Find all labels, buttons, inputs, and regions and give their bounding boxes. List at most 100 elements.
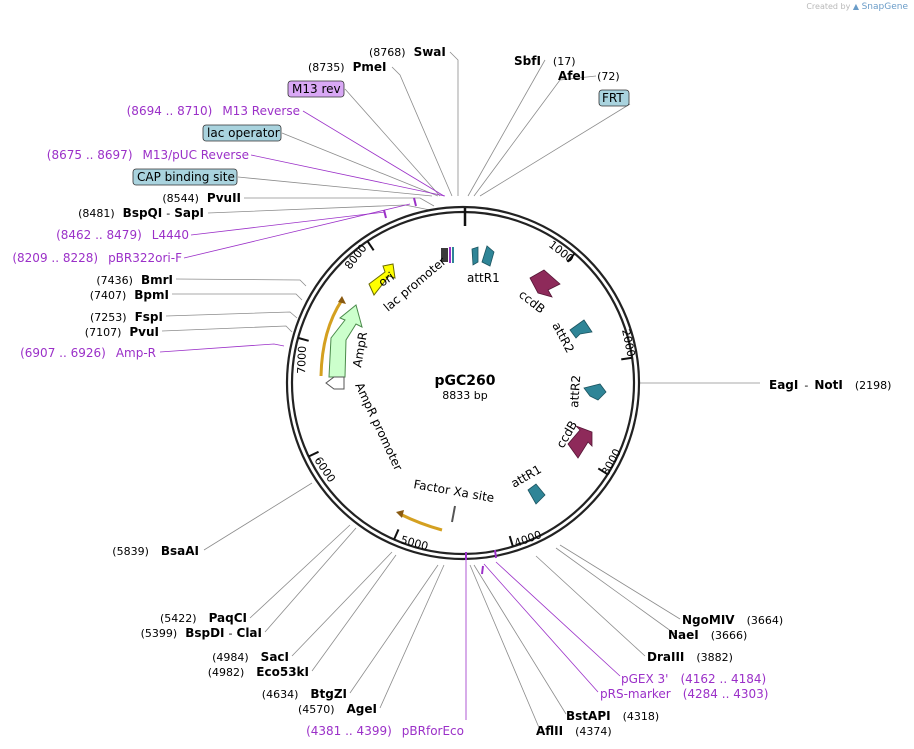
m13-rev-box[interactable]: M13 rev (287, 80, 345, 98)
primer-m13puc[interactable]: (8675 .. 8697)M13/pUC Reverse (47, 148, 249, 162)
primer-prsmarker[interactable]: pRS-marker (4284 .. 4303) (600, 687, 768, 701)
primer-pbr322[interactable]: (8209 .. 8228)pBR322ori-F (12, 251, 182, 265)
site-eagi-pos: (2198) (855, 379, 892, 392)
site-sbfi-name: SbfI (514, 54, 541, 68)
site-labels: (8768)SwaI (8735)PmeI SbfI(17) AfeI(72) … (78, 45, 891, 738)
site-agei-name: AgeI (347, 702, 377, 716)
ampr-promoter-arrow[interactable] (325, 376, 345, 390)
site-ngomiv[interactable]: NgoMIV (3664) (682, 613, 783, 627)
site-pmei-pos: (8735) (308, 61, 345, 74)
site-saci[interactable]: (4984) SacI (212, 650, 289, 664)
site-saci-pos: (4984) (212, 651, 249, 664)
primer-ampr-name: Amp-R (116, 346, 156, 360)
site-pmei[interactable]: (8735)PmeI (308, 60, 386, 74)
site-pvui-pos: (7107) (85, 326, 122, 339)
site-eco53ki-name: Eco53kI (256, 665, 309, 679)
lac-operator-box[interactable]: lac operator (202, 124, 282, 142)
site-eagi[interactable]: EagI-NotI(2198) (769, 378, 891, 392)
attr1-top-arrow[interactable] (471, 246, 479, 266)
ampr-promoter-label: AmpR promoter (352, 380, 405, 472)
site-ngomiv-name: NgoMIV (682, 613, 735, 627)
primer-prsmarker-range: (4284 .. 4303) (683, 687, 769, 701)
lac-promoter-block[interactable] (441, 248, 448, 262)
site-bpmi-name: BpmI (134, 288, 169, 302)
site-bmri[interactable]: (7436)BmrI (96, 273, 173, 287)
ampr-label: AmpR (350, 331, 370, 369)
site-eco53ki[interactable]: (4982) Eco53kI (208, 665, 309, 679)
site-draiii[interactable]: DraIII(3882) (647, 650, 733, 664)
primer-m13rev-name: M13 Reverse (222, 104, 300, 118)
attr1-bottom-arrow[interactable] (527, 483, 546, 505)
tick-mark-3000 (597, 467, 609, 476)
site-bspqi-sep: - (166, 207, 170, 220)
site-saci-name: SacI (261, 650, 289, 664)
site-bsaai-pos: (5839) (112, 545, 149, 558)
site-swai-pos: (8768) (369, 46, 406, 59)
primer-pbrforeco-name: pBRforEco (402, 724, 464, 738)
attr2-top-arrow[interactable] (569, 319, 593, 339)
site-eagi-name: EagI (769, 378, 798, 392)
cap-site-mark (452, 247, 454, 263)
site-bspdi-pos: (5399) (141, 627, 178, 640)
primer-l4440[interactable]: (8462 .. 8479)L4440 (56, 228, 189, 242)
site-bsaai[interactable]: (5839)BsaAI (112, 544, 199, 558)
site-bstapi[interactable]: BstAPI(4318) (566, 709, 659, 723)
snapgene-credit: Created by ▲ SnapGene (806, 2, 908, 12)
site-ngomiv-pos: (3664) (747, 614, 784, 627)
site-fspi[interactable]: (7253)FspI (90, 310, 163, 324)
primer-pip-2 (494, 549, 497, 559)
frt-box[interactable]: FRT (598, 89, 630, 107)
tick-mark-2000 (621, 356, 633, 361)
attr2-bottom-arrow[interactable] (583, 383, 607, 401)
site-bmri-pos: (7436) (96, 274, 133, 287)
site-swai-name: SwaI (414, 45, 446, 59)
ccdb-top-arrow[interactable] (529, 269, 561, 298)
primer-labels: (8694 .. 8710) M13 Reverse (8675 .. 8697)… (12, 104, 768, 738)
site-afei-name: AfeI (558, 69, 585, 83)
plasmid-backbone (285, 205, 641, 561)
site-swai[interactable]: (8768) SwaI (369, 45, 446, 59)
lac-operator-mark (449, 247, 451, 263)
site-bspdi[interactable]: (5399)BspDI-ClaI (141, 626, 262, 640)
tick-mark-6000 (308, 450, 319, 458)
primer-pip-4 (383, 209, 387, 219)
site-paqci[interactable]: (5422)PaqCI (160, 611, 247, 625)
site-sbfi[interactable]: SbfI(17) (514, 54, 576, 68)
ampr-arrow[interactable] (328, 304, 363, 378)
factor-xa-label: Factor Xa site (412, 477, 495, 505)
site-pvuii-pos: (8544) (162, 192, 199, 205)
attr1-top-arrow-2[interactable] (481, 245, 495, 267)
site-naei-name: NaeI (668, 628, 699, 642)
primer-m13rev[interactable]: (8694 .. 8710) M13 Reverse (127, 104, 300, 118)
site-pvuii[interactable]: (8544)PvuII (162, 191, 241, 205)
site-pvui[interactable]: (7107)PvuI (85, 325, 159, 339)
site-bstapi-name: BstAPI (566, 709, 611, 723)
tick-label-7000: 7000 (295, 346, 309, 374)
site-bpmi-pos: (7407) (90, 289, 127, 302)
site-bspdi-sep: - (229, 627, 233, 640)
lac-operator-box-label: lac operator (207, 126, 280, 140)
connector-lines (159, 51, 760, 731)
site-naei[interactable]: NaeI(3666) (668, 628, 747, 642)
site-eco53ki-pos: (4982) (208, 666, 245, 679)
site-bspqi[interactable]: (8481)BspQI-SapI (78, 206, 204, 220)
site-bpmi[interactable]: (7407) BpmI (90, 288, 169, 302)
tick-label-5000: 5000 (399, 533, 429, 553)
cap-site-box[interactable]: CAP binding site (132, 168, 238, 186)
primer-pbrforeco[interactable]: (4381 .. 4399)pBRforEco (306, 724, 464, 738)
site-agei[interactable]: (4570)AgeI (298, 702, 377, 716)
primer-ampr[interactable]: (6907 .. 6926)Amp-R (20, 346, 156, 360)
site-aflii[interactable]: AflII(4374) (536, 724, 612, 738)
ori-arrow[interactable] (368, 263, 396, 296)
site-bspdi-name: BspDI (185, 626, 224, 640)
factor-xa-mark (451, 505, 456, 523)
primer-m13rev-range: (8694 .. 8710) (127, 104, 213, 118)
primer-prsmarker-name: pRS-marker (600, 687, 671, 701)
ccdb-bottom-arrow[interactable] (567, 425, 593, 459)
site-btgzi[interactable]: (4634)BtgZI (262, 687, 347, 701)
primer-pgex3[interactable]: pGEX 3'(4162 .. 4184) (621, 672, 766, 686)
primer-m13puc-name: M13/pUC Reverse (143, 148, 250, 162)
site-afei[interactable]: AfeI(72) (558, 69, 620, 83)
credit-brand: SnapGene (861, 2, 908, 12)
primer-l4440-range: (8462 .. 8479) (56, 228, 142, 242)
